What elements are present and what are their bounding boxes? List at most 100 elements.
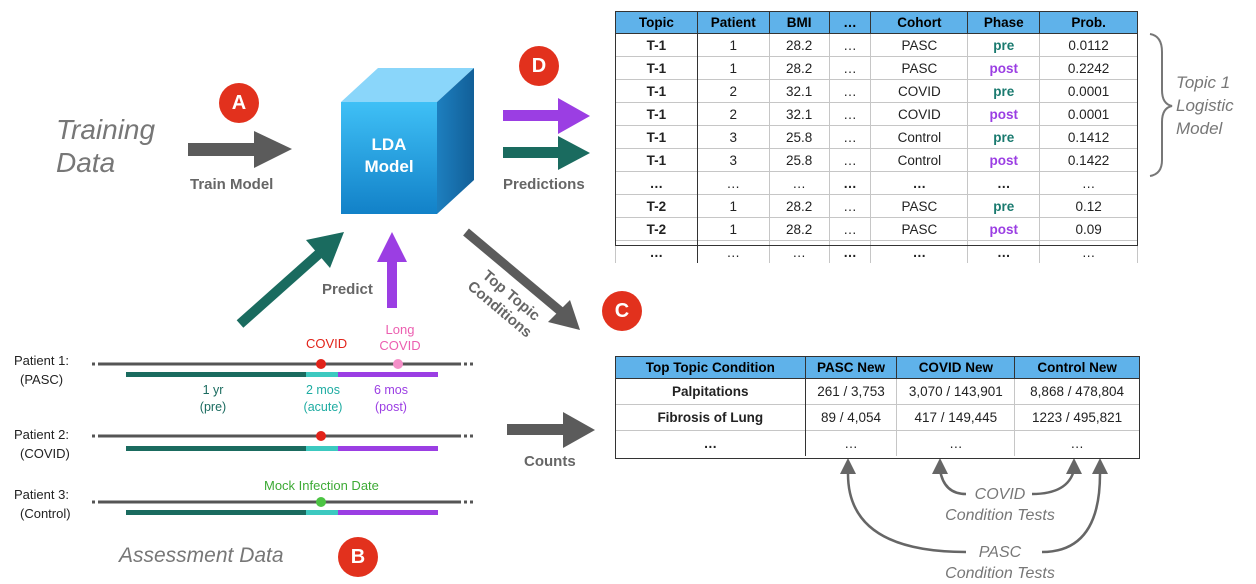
- predictions-cell: 28.2: [768, 33, 830, 57]
- lda-line-2: Model: [364, 157, 414, 176]
- predictions-cell: 25.8: [768, 148, 830, 172]
- predictions-cell: 1: [696, 56, 770, 80]
- acute-line-2: (acute): [303, 400, 343, 414]
- pasc-test-arrowhead-left: [840, 458, 856, 474]
- topic1-line-2: Logistic: [1176, 96, 1234, 115]
- lda-model-label: LDA Model: [341, 134, 437, 178]
- predictions-cell: post: [967, 148, 1041, 172]
- conditions-cell: …: [804, 430, 898, 456]
- counts-label: Counts: [524, 453, 576, 470]
- lda-line-1: LDA: [371, 135, 407, 154]
- predictions-cell: …: [768, 171, 830, 195]
- predictions-cell: post: [967, 217, 1041, 241]
- conditions-cell: 1223 / 495,821: [1014, 404, 1140, 431]
- conditions-cell: 89 / 4,054: [804, 404, 898, 431]
- predictions-cell: COVID: [870, 102, 969, 126]
- predictions-cell: 0.0001: [1039, 102, 1138, 126]
- mock-infection-label: Mock Infection Date: [264, 478, 379, 493]
- prediction-arrow-teal: [503, 136, 590, 170]
- col-prob: Prob.: [1039, 11, 1138, 34]
- predictions-table: Topic Patient BMI … Cohort Phase Prob. T…: [615, 11, 1138, 263]
- badge-d: D: [519, 46, 559, 86]
- predict-arrow-purple: [377, 232, 407, 308]
- predictions-cell: Control: [870, 148, 969, 172]
- predictions-cell: pre: [967, 125, 1041, 149]
- pasc-tests-line-2: Condition Tests: [945, 565, 1055, 582]
- post-line-2: (post): [375, 400, 407, 414]
- badge-c: C: [602, 291, 642, 331]
- predictions-cell: …: [615, 171, 698, 195]
- predictions-cell: 28.2: [768, 56, 830, 80]
- covid-event-label: COVID: [306, 336, 348, 351]
- patient-1-cohort: (PASC): [20, 372, 64, 387]
- patient-2-label: Patient 2: (COVID): [14, 425, 70, 463]
- post-period-label: 6 mos (post): [364, 382, 418, 416]
- predictions-cell: 3: [696, 148, 770, 172]
- assessment-to-model-arrow: [236, 232, 344, 328]
- col-pasc-new: PASC New: [804, 356, 898, 379]
- training-line-1: Training: [56, 114, 156, 145]
- conditions-cell: 8,868 / 478,804: [1014, 378, 1140, 405]
- predictions-cell: pre: [967, 33, 1041, 57]
- conditions-cell: 261 / 3,753: [804, 378, 898, 405]
- conditions-cell: …: [896, 430, 1016, 456]
- patient-3-name: Patient 3:: [14, 487, 69, 502]
- covid-tests-line-2: Condition Tests: [945, 507, 1055, 524]
- predictions-cell: …: [828, 240, 872, 263]
- predictions-cell: PASC: [870, 56, 969, 80]
- predictions-cell: T-1: [615, 102, 698, 126]
- pre-line-1: 1 yr: [202, 383, 224, 397]
- covid-test-arrowhead-right: [1066, 458, 1082, 474]
- topic1-line-1: Topic 1: [1176, 73, 1231, 92]
- covid-test-arrowhead-left: [932, 458, 948, 474]
- conditions-header-row: Top Topic Condition PASC New COVID New C…: [615, 356, 1140, 379]
- predictions-cell: 0.09: [1039, 217, 1138, 241]
- predictions-cell: …: [967, 171, 1041, 195]
- pre-period-label: 1 yr (pre): [186, 382, 240, 416]
- conditions-cell: …: [615, 430, 806, 456]
- predictions-cell: …: [870, 171, 969, 195]
- predictions-cell: PASC: [870, 194, 969, 218]
- post-line-1: 6 mos: [373, 383, 409, 397]
- col-cohort: Cohort: [870, 11, 969, 34]
- predictions-cell: 32.1: [768, 79, 830, 103]
- topic1-bracket: [1149, 33, 1173, 177]
- col-bmi: BMI: [768, 11, 830, 34]
- predictions-cell: 1: [696, 33, 770, 57]
- predictions-cell: …: [828, 148, 872, 172]
- predictions-cell: …: [1039, 240, 1138, 263]
- long-covid-label: Long COVID: [378, 322, 422, 354]
- predictions-cell: …: [828, 125, 872, 149]
- predictions-cell: PASC: [870, 217, 969, 241]
- predict-label: Predict: [322, 281, 373, 298]
- predictions-cell: 32.1: [768, 102, 830, 126]
- predictions-cell: …: [828, 171, 872, 195]
- predictions-cell: 28.2: [768, 217, 830, 241]
- pasc-test-arrowhead-right: [1092, 458, 1108, 474]
- badge-b: B: [338, 537, 378, 577]
- predictions-cell: T-2: [615, 217, 698, 241]
- pasc-tests-line-1: PASC: [978, 544, 1022, 561]
- patient-3-label: Patient 3: (Control): [14, 485, 71, 523]
- predictions-cell: …: [696, 171, 770, 195]
- patient-2-name: Patient 2:: [14, 427, 69, 442]
- predictions-cell: T-1: [615, 56, 698, 80]
- predictions-cell: T-1: [615, 33, 698, 57]
- conditions-cell: Palpitations: [615, 378, 806, 405]
- pasc-condition-tests-arrows: [846, 473, 1102, 554]
- predictions-cell: …: [696, 240, 770, 263]
- col-control-new: Control New: [1014, 356, 1140, 379]
- prediction-arrow-purple: [503, 98, 590, 134]
- predictions-cell: post: [967, 102, 1041, 126]
- predictions-cell: …: [828, 33, 872, 57]
- training-line-2: Data: [56, 147, 116, 178]
- conditions-cell: 3,070 / 143,901: [896, 378, 1016, 405]
- predictions-cell: 2: [696, 79, 770, 103]
- predictions-cell: T-1: [615, 79, 698, 103]
- predictions-cell: 0.1412: [1039, 125, 1138, 149]
